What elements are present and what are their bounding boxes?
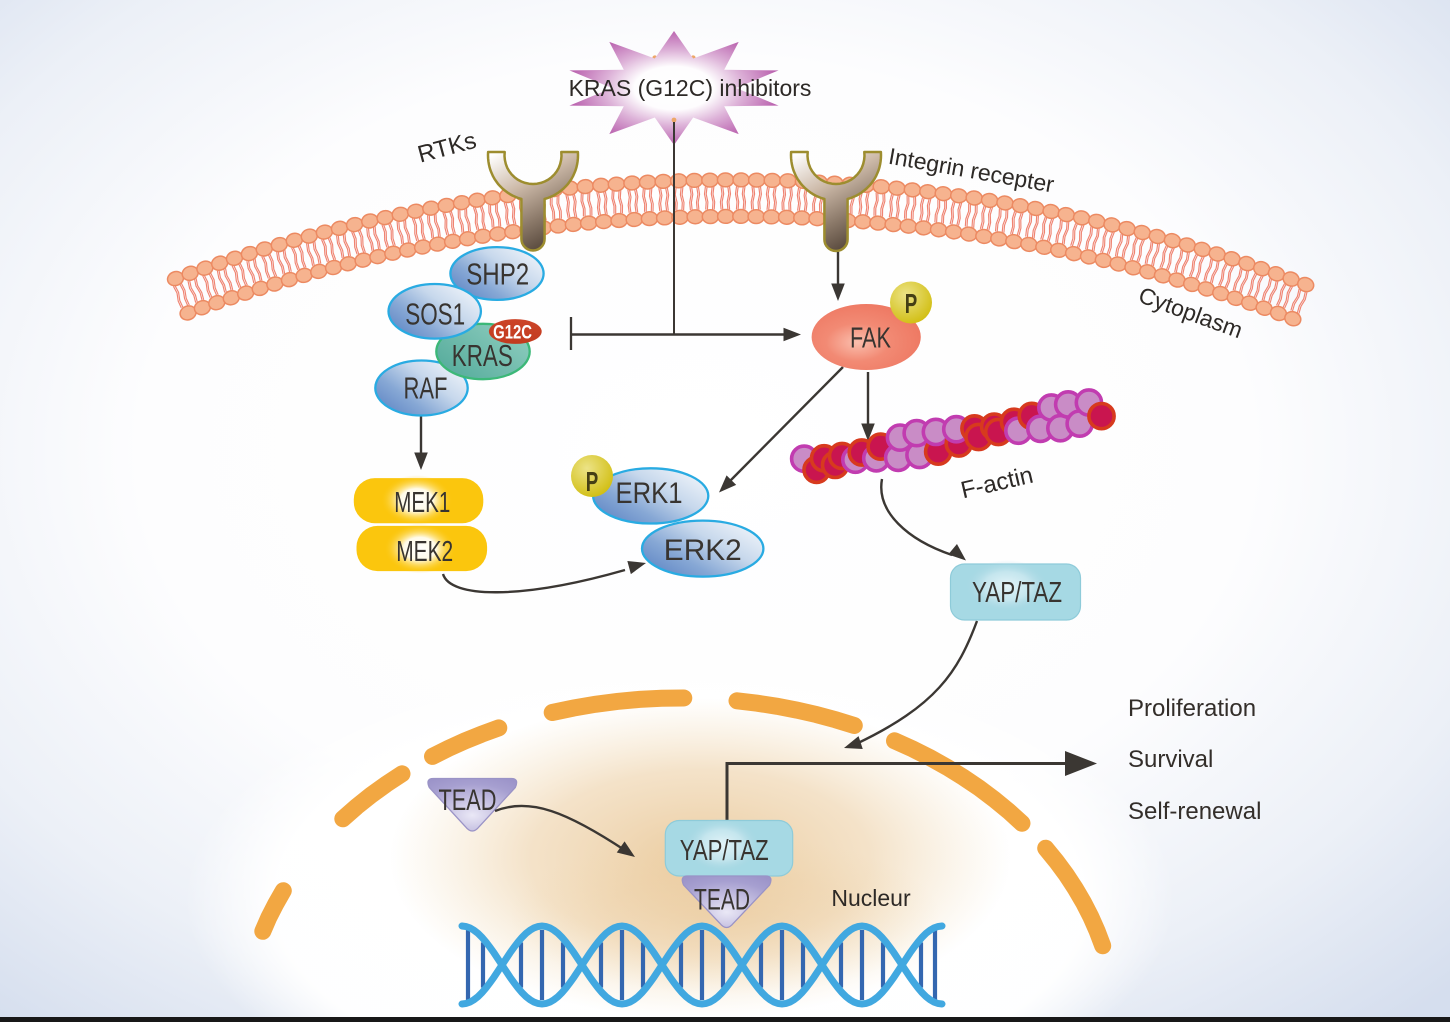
svg-text:YAP/TAZ: YAP/TAZ: [680, 835, 769, 867]
svg-text:TEAD: TEAD: [439, 784, 497, 817]
svg-text:ERK1: ERK1: [616, 477, 683, 510]
svg-text:YAP/TAZ: YAP/TAZ: [972, 577, 1062, 609]
svg-text:SOS1: SOS1: [405, 297, 465, 332]
svg-text:G12C: G12C: [493, 323, 532, 344]
svg-text:FAK: FAK: [850, 322, 891, 354]
svg-text:ERK2: ERK2: [664, 534, 742, 567]
svg-text:Nucleur: Nucleur: [831, 885, 911, 911]
svg-text:SHP2: SHP2: [466, 257, 529, 292]
svg-text:P: P: [586, 466, 599, 497]
svg-text:P: P: [905, 288, 918, 319]
svg-text:Survival: Survival: [1128, 746, 1213, 773]
svg-text:Proliferation: Proliferation: [1128, 695, 1256, 722]
svg-text:Self-renewal: Self-renewal: [1128, 798, 1261, 825]
svg-text:TEAD: TEAD: [694, 884, 750, 917]
svg-text:RAF: RAF: [404, 371, 448, 406]
svg-text:MEK2: MEK2: [396, 536, 453, 568]
svg-text:MEK1: MEK1: [394, 487, 450, 519]
svg-text:KRAS (G12C) inhibitors: KRAS (G12C) inhibitors: [569, 75, 812, 101]
svg-text:KRAS: KRAS: [452, 338, 513, 373]
